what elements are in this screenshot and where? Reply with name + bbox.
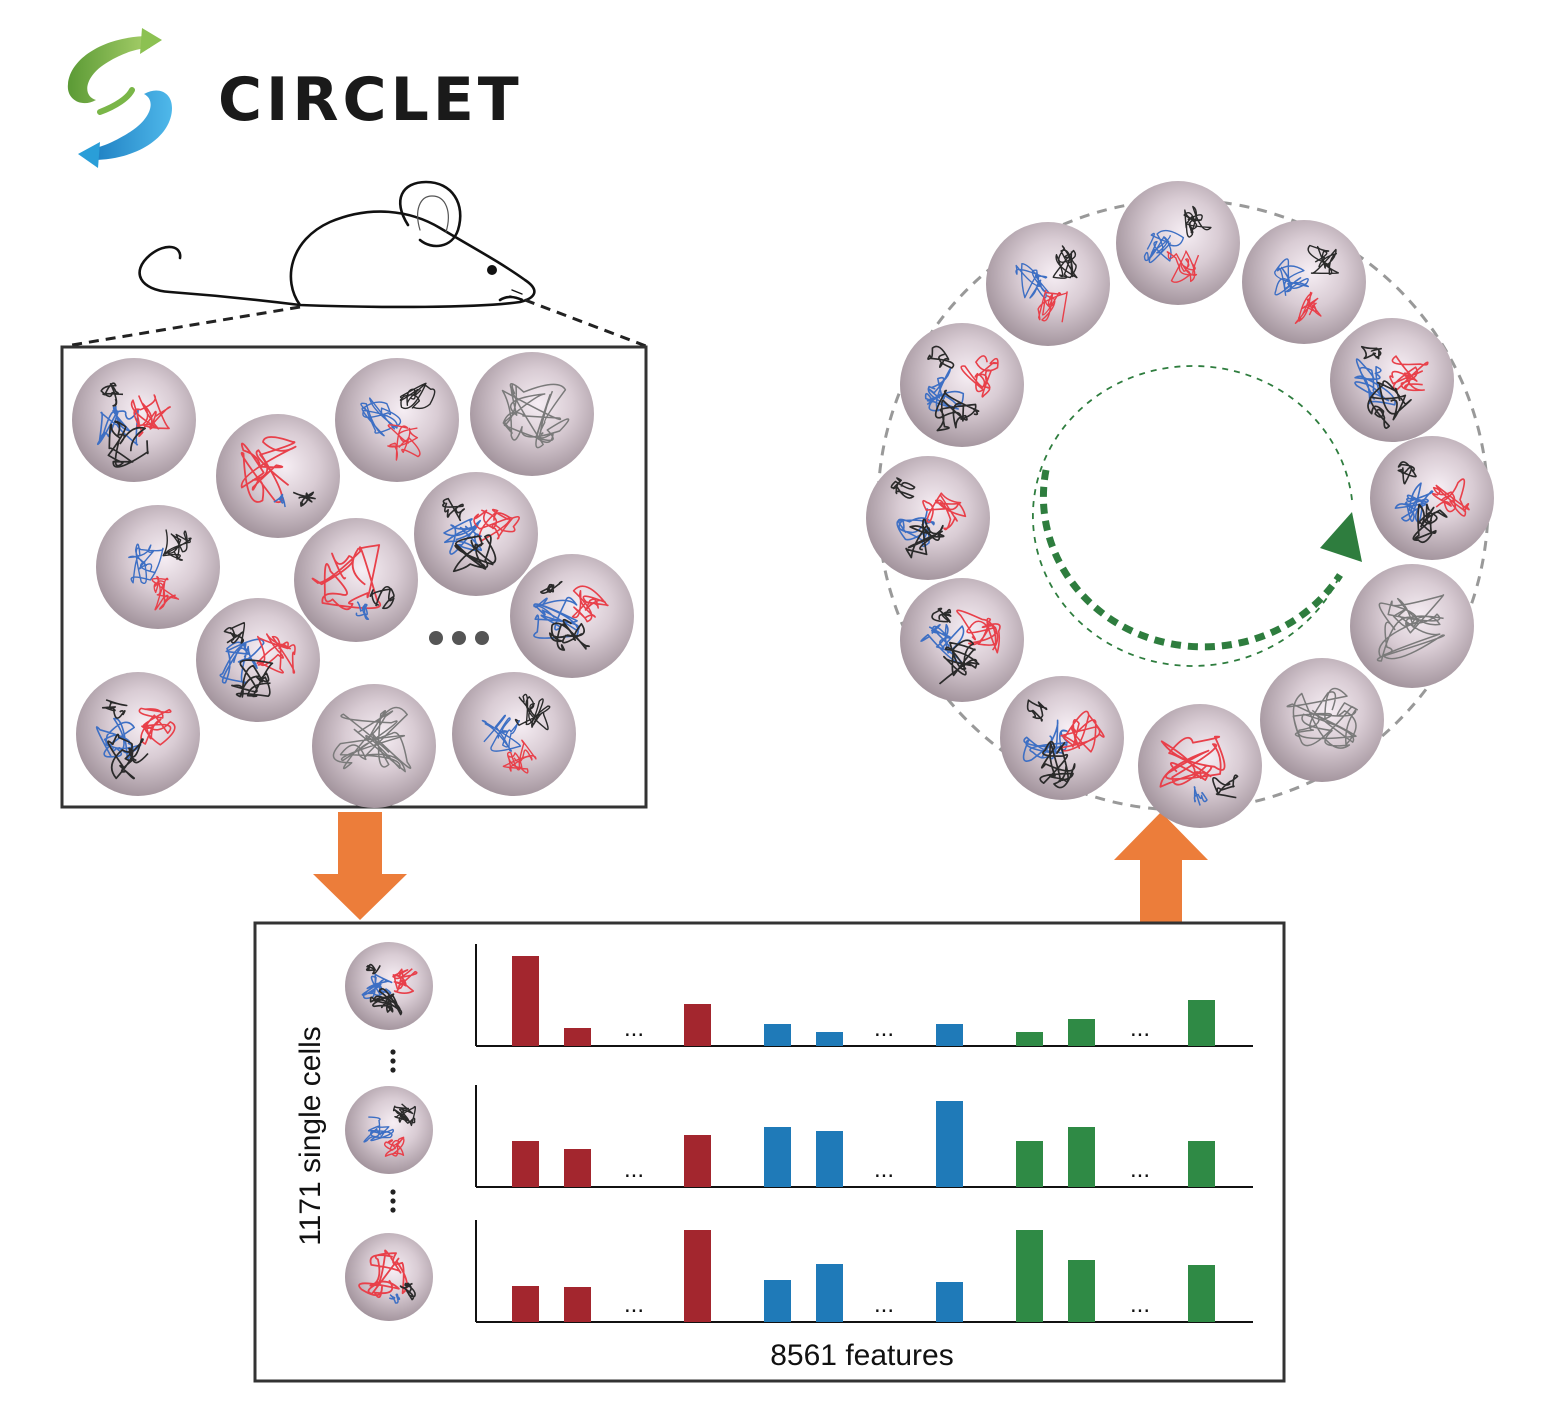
panel-cell <box>312 684 436 808</box>
sample-cell <box>345 1233 433 1321</box>
feature-bar <box>512 1141 539 1187</box>
feature-bar <box>764 1280 791 1322</box>
feature-bar-charts: ........................... <box>475 944 1253 1323</box>
ring-cell <box>866 456 990 580</box>
feature-bar <box>936 1282 963 1322</box>
feature-bar <box>764 1127 791 1187</box>
ring-cell <box>900 323 1024 447</box>
feature-bar <box>1068 1019 1095 1046</box>
ring-cell <box>1370 436 1494 560</box>
feature-bar <box>1068 1127 1095 1187</box>
feature-bar <box>1068 1260 1095 1322</box>
zoom-lines <box>65 298 647 348</box>
bar-ellipsis: ... <box>624 1156 644 1183</box>
feature-bar <box>564 1287 591 1322</box>
vertical-ellipsis-icons <box>390 1049 396 1213</box>
ring-cell <box>900 578 1024 702</box>
ring-cell <box>986 222 1110 346</box>
feature-bar <box>816 1131 843 1187</box>
panel-cell <box>216 414 340 538</box>
panel-cell <box>96 505 220 629</box>
mouse-icon <box>138 180 536 309</box>
panel-cell <box>196 598 320 722</box>
ring-cell <box>1116 181 1240 305</box>
bar-ellipsis: ... <box>624 1015 644 1042</box>
feature-bar <box>564 1028 591 1046</box>
feature-bar <box>684 1230 711 1322</box>
chart-axes <box>475 1220 1253 1323</box>
feature-bar <box>816 1032 843 1046</box>
ring-cell <box>1350 564 1474 688</box>
ring-cell <box>1138 704 1262 828</box>
y-axis-label: 1171 single cells <box>294 1026 327 1246</box>
panel-cell <box>510 554 634 678</box>
panel-cell <box>414 472 538 596</box>
feature-bar <box>1016 1141 1043 1187</box>
feature-bar <box>684 1135 711 1187</box>
panel-cell <box>470 352 594 476</box>
sample-cell <box>345 1086 433 1174</box>
cell-cycle-ring <box>866 181 1494 828</box>
bar-ellipsis: ... <box>874 1156 894 1183</box>
sample-cells <box>345 942 433 1321</box>
cell-population <box>72 352 634 808</box>
feature-bar <box>1188 1265 1215 1322</box>
feature-bar <box>684 1004 711 1046</box>
mouse-eye-icon <box>487 265 497 275</box>
ring-cell <box>1242 220 1366 344</box>
feature-bar <box>936 1024 963 1046</box>
feature-bar <box>816 1264 843 1322</box>
bar-ellipsis: ... <box>874 1015 894 1042</box>
bar-ellipsis: ... <box>1130 1156 1150 1183</box>
down-arrow-icon <box>313 812 407 920</box>
circlet-logo: CIRCLET <box>67 28 523 168</box>
feature-bar <box>764 1024 791 1046</box>
bar-ellipsis: ... <box>624 1291 644 1318</box>
feature-bar <box>512 956 539 1046</box>
panel-cell <box>335 358 459 482</box>
panel-cell <box>76 672 200 796</box>
brand-name: CIRCLET <box>218 65 523 135</box>
feature-bar <box>1016 1230 1043 1322</box>
bar-ellipsis: ... <box>874 1291 894 1318</box>
feature-bar <box>564 1149 591 1187</box>
panel-cell <box>452 672 576 796</box>
feature-bar <box>512 1286 539 1322</box>
ring-cell <box>1260 658 1384 782</box>
up-arrow-icon <box>1114 812 1208 922</box>
feature-bar <box>1188 1000 1215 1046</box>
more-cells-ellipsis-icon <box>429 631 489 645</box>
chart-axes <box>475 1085 1253 1188</box>
ring-cell <box>1000 676 1124 800</box>
sample-cell <box>345 942 433 1030</box>
bar-ellipsis: ... <box>1130 1015 1150 1042</box>
feature-bar <box>1016 1032 1043 1046</box>
feature-bar <box>936 1101 963 1187</box>
ring-cell <box>1330 318 1454 442</box>
x-axis-label: 8561 features <box>770 1339 953 1372</box>
panel-cell <box>294 518 418 642</box>
logo-swirl-icon <box>67 28 172 168</box>
bar-ellipsis: ... <box>1130 1291 1150 1318</box>
panel-cell <box>72 358 196 482</box>
feature-bar <box>1188 1141 1215 1187</box>
cycle-arrow-icon <box>1032 365 1362 667</box>
chart-axes <box>475 944 1253 1047</box>
